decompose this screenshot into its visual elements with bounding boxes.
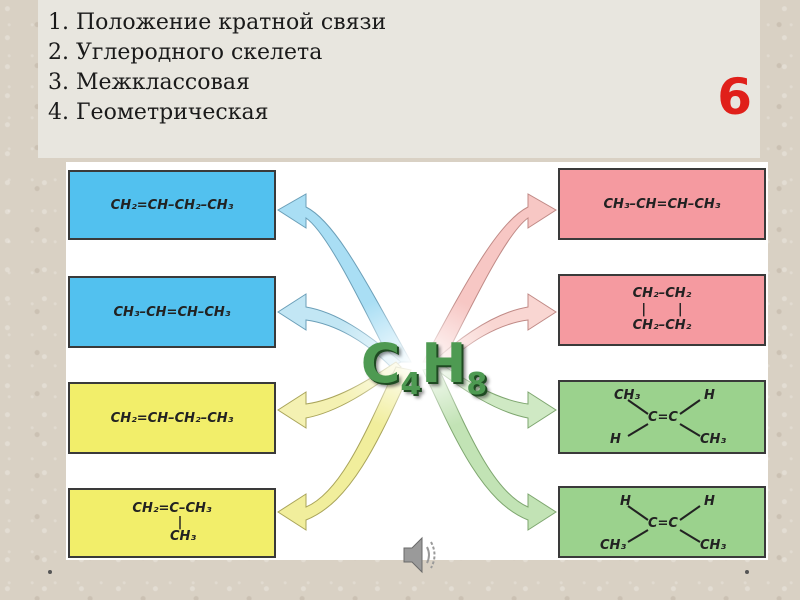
formula-text: CH₃–CH=CH–CH₃ [603,196,721,212]
substituent-bottom-left: H [610,432,621,447]
formula-hydrogen-count: 8 [466,366,488,402]
cis-structure [627,505,701,543]
isomerism-types-list: 1. Положение кратной связи 2. Углеродног… [38,0,760,128]
formula-box-left-4: CH₂=C–CH₃ | CH₃ [68,488,276,558]
cis-trans-structure [627,399,701,437]
formula-line: CH₂=C–CH₃ [132,501,212,516]
substituent-top-left: H [620,494,631,509]
formula-box-left-1: CH₂=CH–CH₂–CH₃ [68,170,276,240]
double-bond-core: C=C [648,410,678,425]
list-item: 1. Положение кратной связи [48,10,387,35]
formula-carbon-count: 4 [400,366,422,402]
isomer-diagram-panel: CH₂=CH–CH₂–CH₃ CH₃–CH=CH–CH₃ CH₂=CH–CH₂–… [66,162,768,560]
formula-box-right-2: CH₂–CH₂ | | CH₂–CH₂ [558,274,766,346]
formula-text: CH₃–CH=CH–CH₃ [113,304,231,320]
list-item: 3. Межклассовая [48,70,250,95]
corner-dot-icon [48,570,52,574]
list-item: 2. Углеродного скелета [48,40,323,65]
formula-box-right-1: CH₃–CH=CH–CH₃ [558,168,766,240]
formula-text: CH₂=CH–CH₂–CH₃ [110,410,234,426]
substituent-top-right: H [704,388,715,403]
substituent-bottom-left: CH₃ [600,538,627,553]
substituent-bottom-right: CH₃ [700,538,727,553]
formula-line: CH₂–CH₂ [632,318,692,333]
formula-line: | [177,515,183,530]
formula-box-left-3: CH₂=CH–CH₂–CH₃ [68,382,276,454]
substituent-top-left: CH₃ [614,388,641,403]
formula-box-right-3: CH₃ H C=C H CH₃ [558,380,766,454]
formula-line: CH₂–CH₂ [632,286,692,301]
corner-dot-icon [745,570,749,574]
formula-hydrogen: H [421,332,467,395]
arrows-graphic [277,193,557,531]
double-bond-core: C=C [648,516,678,531]
formula-carbon: C [360,332,401,395]
formula-box-right-4: H H C=C CH₃ CH₃ [558,486,766,558]
formula-line: CH₃ [169,529,197,544]
formula-line: | | [641,302,683,317]
list-item: 4. Геометрическая [48,100,269,125]
substituent-top-right: H [704,494,715,509]
slide-number: 6 [717,68,752,126]
formula-text: CH₂=CH–CH₂–CH₃ [110,197,234,213]
substituent-bottom-right: CH₃ [700,432,727,447]
slide-header: 1. Положение кратной связи 2. Углеродног… [38,0,760,158]
speaker-icon[interactable] [400,530,440,580]
formula-box-left-2: CH₃–CH=CH–CH₃ [68,276,276,348]
molecular-formula: C4H8 [334,332,514,402]
